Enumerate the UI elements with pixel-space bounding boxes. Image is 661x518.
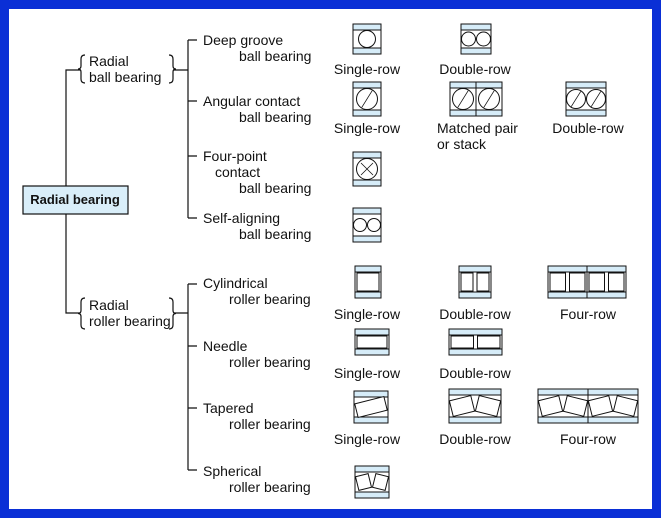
variant-caption: Four-row <box>560 431 617 447</box>
variant-caption: Four-row <box>560 306 617 322</box>
group-bracket-right <box>168 297 177 330</box>
type-label-line: ball bearing <box>239 180 311 196</box>
type-label-line: Cylindrical <box>203 275 268 291</box>
variant-caption: Double-row <box>439 61 511 77</box>
group-bracket-left <box>77 297 86 330</box>
bearing-icons <box>352 23 639 499</box>
deep-groove-double-row-icon <box>460 23 492 55</box>
group-label-line: Radial <box>89 53 129 69</box>
group-label-line: Radial <box>89 297 129 313</box>
variant-caption: or stack <box>437 136 487 152</box>
type-label-line: contact <box>215 164 260 180</box>
variant-caption: Double-row <box>439 306 511 322</box>
four-point-contact-icon <box>352 151 382 187</box>
type-label-line: Deep groove <box>203 32 283 48</box>
type-label-line: roller bearing <box>229 354 311 370</box>
tapered-single-row-icon <box>353 390 389 424</box>
spherical-roller-icon <box>354 465 390 499</box>
variant-caption: Double-row <box>552 120 624 136</box>
group-label-line: roller bearing <box>89 313 171 329</box>
type-label-line: Self-aligning <box>203 210 280 226</box>
root-label: Radial bearing <box>30 192 120 207</box>
root-node: Radial bearing <box>22 185 129 215</box>
type-label-line: Tapered <box>203 400 254 416</box>
angular-contact-matched-pair-icon <box>449 81 503 117</box>
tree-connectors <box>65 39 197 471</box>
type-label-line: Four-point <box>203 148 267 164</box>
type-label-line: ball bearing <box>239 226 311 242</box>
variant-caption: Double-row <box>439 365 511 381</box>
deep-groove-single-row-icon <box>352 23 382 55</box>
root-box <box>22 185 129 215</box>
variant-caption: Double-row <box>439 431 511 447</box>
group-bracket-right <box>168 54 177 84</box>
variant-caption: Single-row <box>334 431 401 447</box>
group-label-line: ball bearing <box>89 69 161 85</box>
cylindrical-four-row-icon <box>547 265 627 299</box>
cylindrical-single-row-icon <box>354 265 382 299</box>
diagram-panel <box>9 9 652 509</box>
needle-single-row-icon <box>354 328 390 356</box>
type-label-line: roller bearing <box>229 479 311 495</box>
type-label-line: Angular contact <box>203 93 300 109</box>
type-label-line: roller bearing <box>229 291 311 307</box>
cylindrical-double-row-icon <box>458 265 492 299</box>
variant-caption: Single-row <box>334 61 401 77</box>
type-label-line: roller bearing <box>229 416 311 432</box>
variant-caption: Matched pair <box>437 120 518 136</box>
variant-caption: Single-row <box>334 365 401 381</box>
variant-caption: Single-row <box>334 120 401 136</box>
needle-double-row-icon <box>448 328 503 356</box>
tree-lines <box>65 39 197 471</box>
type-label-line: Needle <box>203 338 248 354</box>
variant-caption: Single-row <box>334 306 401 322</box>
group-bracket-left <box>77 54 86 84</box>
type-label-line: Spherical <box>203 463 261 479</box>
tapered-four-row-icon <box>537 388 639 424</box>
self-aligning-ball-icon <box>352 207 382 243</box>
tapered-double-row-icon <box>448 388 502 424</box>
angular-contact-single-row-icon <box>352 81 382 117</box>
angular-contact-double-row-icon <box>565 81 607 117</box>
type-label-line: ball bearing <box>239 109 311 125</box>
type-label-line: ball bearing <box>239 48 311 64</box>
